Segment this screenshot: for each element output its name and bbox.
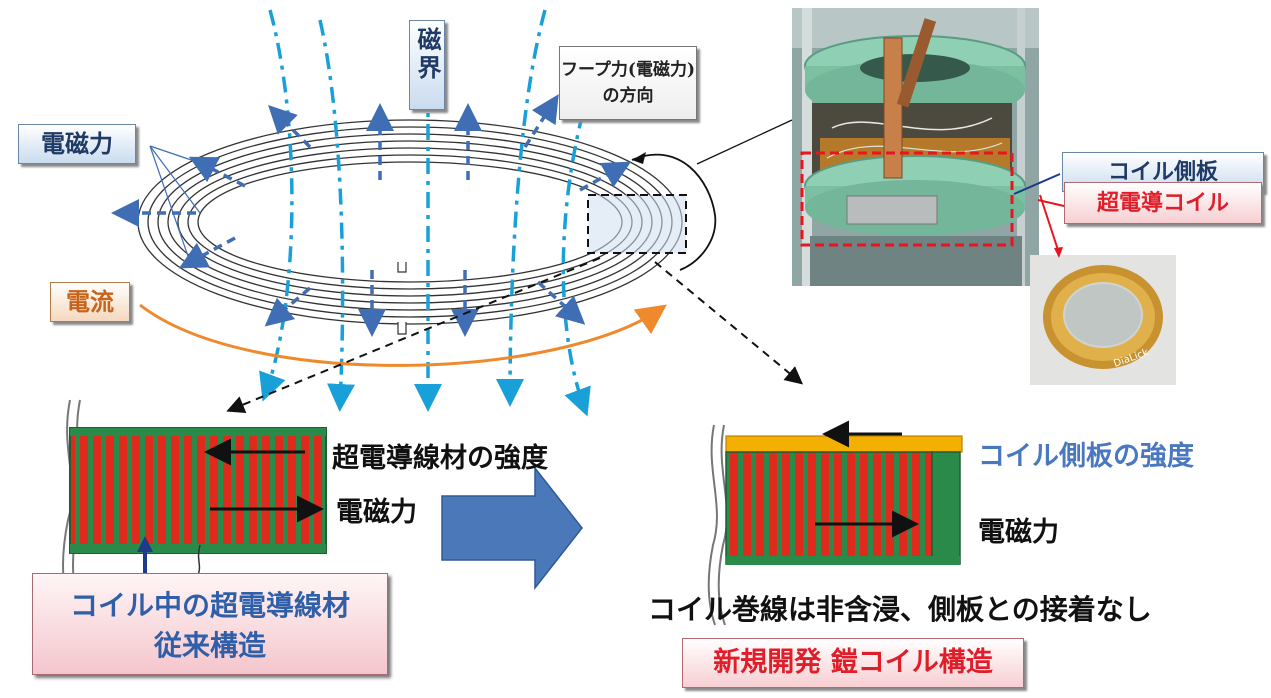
sc-coil-connector [1037, 199, 1065, 207]
inset-connector [1039, 194, 1063, 258]
conventional-line2: 従来構造 [153, 629, 266, 662]
big-transition-arrow [441, 465, 583, 591]
winding-note-text: コイル巻線は非含浸、側板との接着なし [648, 593, 1152, 626]
left-force-label: 電磁力 [336, 490, 417, 529]
coil-lead [397, 262, 407, 335]
photo-callout-line [696, 119, 793, 165]
left-strength-label: 超電導線材の強度 [332, 436, 548, 475]
sc-coil-tag-text: 超電導コイル [1096, 190, 1229, 216]
new-structure-label: 新規開発 鎧コイル構造 [682, 638, 1024, 688]
pointer-to-conventional [226, 257, 601, 414]
coil-ring-photo: DiaLick [1030, 255, 1176, 385]
current-arc [139, 303, 667, 367]
coil-assembly-photo-art [792, 8, 1039, 286]
conventional-structure-label: コイル中の超電導線材 従来構造 [32, 573, 388, 675]
right-strength-label: コイル側板の強度 [978, 434, 1194, 473]
current-tag-text: 電流 [66, 287, 114, 316]
hoop-force-line1: フープ力(電磁力) [560, 60, 696, 80]
electromagnetic-force-arrows [111, 94, 632, 337]
electromagnetic-force-tag-text: 電磁力 [41, 129, 113, 158]
coil-ring-photo-art: DiaLick [1030, 255, 1176, 385]
hoop-force-arrow [631, 153, 717, 271]
hoop-force-label: フープ力(電磁力) の方向 [559, 46, 697, 120]
conventional-line1: コイル中の超電導線材 [69, 589, 350, 622]
magnetic-field-text: 磁界 [413, 27, 442, 83]
coil-side-plate-tag-text: コイル側板 [1107, 159, 1218, 185]
left-strength-text: 超電導線材の強度 [332, 443, 548, 474]
pointer-to-armored [654, 261, 804, 385]
right-force-text: 電磁力 [978, 517, 1059, 548]
hoop-force-line2: の方向 [602, 86, 654, 106]
magnetic-field-lines [259, 9, 594, 417]
new-structure-text: 新規開発 鎧コイル構造 [713, 647, 993, 678]
highlight-box [587, 194, 687, 254]
conventional-cross-section [62, 399, 327, 611]
current-tag: 電流 [50, 282, 130, 322]
armored-cross-section [707, 420, 963, 626]
electromagnetic-force-tag: 電磁力 [18, 124, 136, 164]
hoop-force-arrowhead [632, 152, 646, 164]
right-force-label: 電磁力 [978, 510, 1059, 549]
sc-coil-tag: 超電導コイル [1064, 182, 1262, 224]
left-force-text: 電磁力 [336, 497, 417, 528]
winding-note: コイル巻線は非含浸、側板との接着なし [648, 588, 1152, 628]
coil-assembly-photo [792, 8, 1039, 286]
magnetic-field-label: 磁界 [409, 20, 445, 110]
side-plate-connector [1013, 173, 1061, 195]
force-callout-lines [149, 145, 201, 263]
right-strength-text: コイル側板の強度 [978, 441, 1194, 472]
